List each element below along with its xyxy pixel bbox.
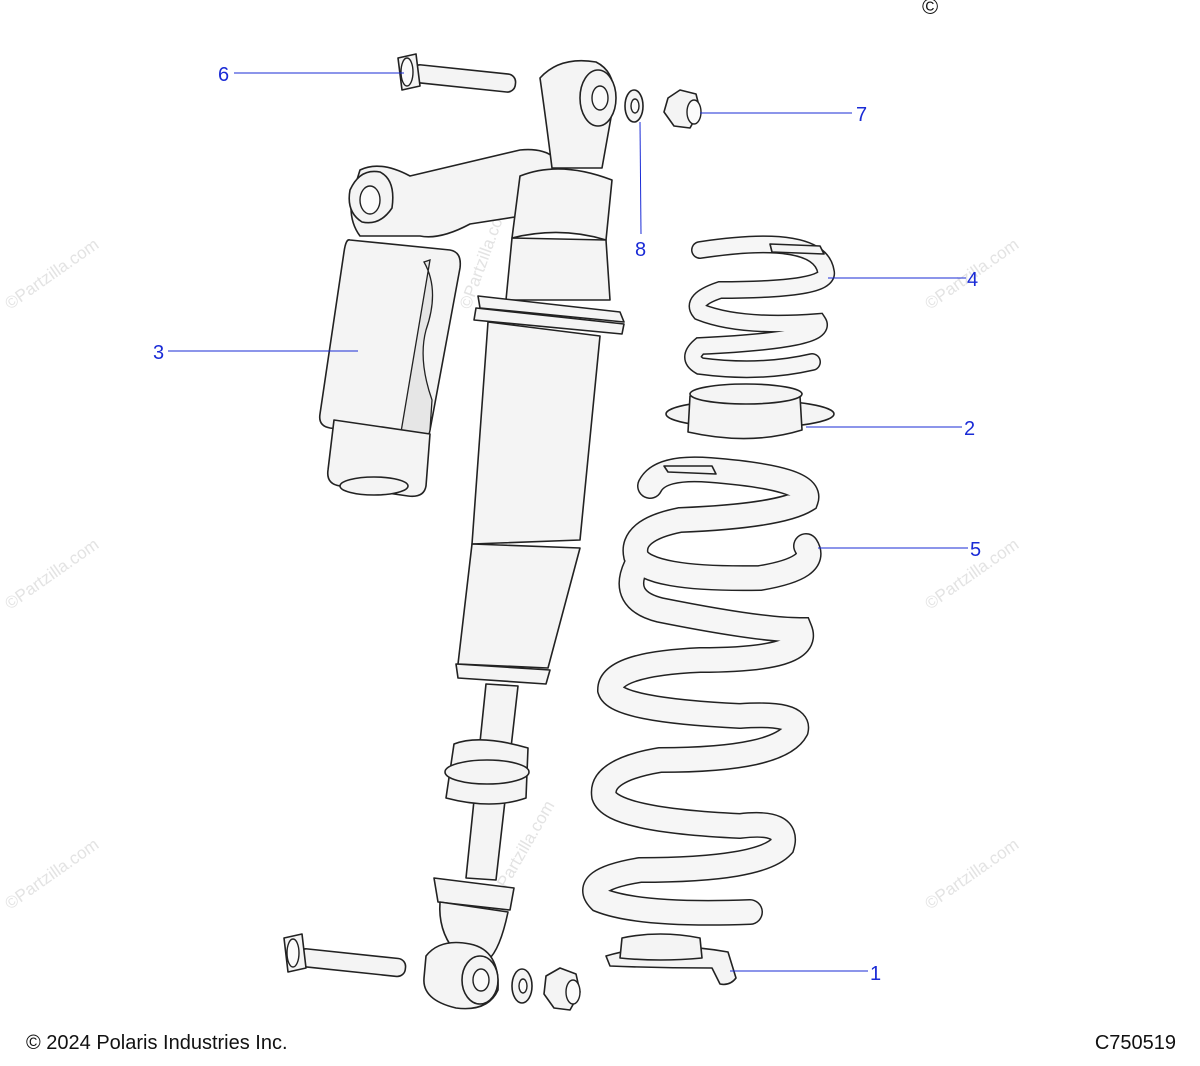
top-washer (624, 89, 644, 123)
top-nut (663, 89, 702, 129)
reservoir-link (348, 148, 567, 238)
figure-id: C750519 (1094, 1032, 1176, 1054)
callout-2: 2 (964, 418, 975, 440)
shock-reservoir (318, 238, 462, 498)
callout-labels: 1 2 3 4 5 6 7 8 (153, 64, 981, 985)
leader-lines (168, 72, 968, 972)
lower-nut (543, 967, 581, 1011)
callout-1: 1 (870, 963, 881, 985)
shock-shaft (444, 683, 530, 881)
lower-spring-retainer (605, 933, 737, 986)
upper-spring (684, 235, 835, 379)
watermark: ©Partzilla.com (921, 835, 1022, 914)
callout-8: 8 (635, 239, 646, 261)
callout-4: 4 (967, 269, 978, 291)
lower-washer (511, 968, 533, 1004)
callout-6: 6 (218, 64, 229, 86)
main-spring (582, 456, 822, 926)
lower-eyelet (423, 877, 515, 1010)
leader-line (639, 121, 642, 235)
shock-body (455, 59, 625, 685)
copyright-text: © 2024 Polaris Industries Inc. (26, 1032, 288, 1054)
corner-mark: © (922, 0, 938, 19)
callout-7: 7 (856, 104, 867, 126)
watermark: ©Partzilla.com (1, 835, 102, 914)
watermark: ©Partzilla.com (1, 535, 102, 614)
top-bolt (397, 53, 517, 93)
lower-bolt (283, 933, 407, 978)
watermark: ©Partzilla.com (1, 235, 102, 314)
spring-crossover-ring (665, 383, 835, 440)
callout-3: 3 (153, 342, 164, 364)
callout-5: 5 (970, 539, 981, 561)
